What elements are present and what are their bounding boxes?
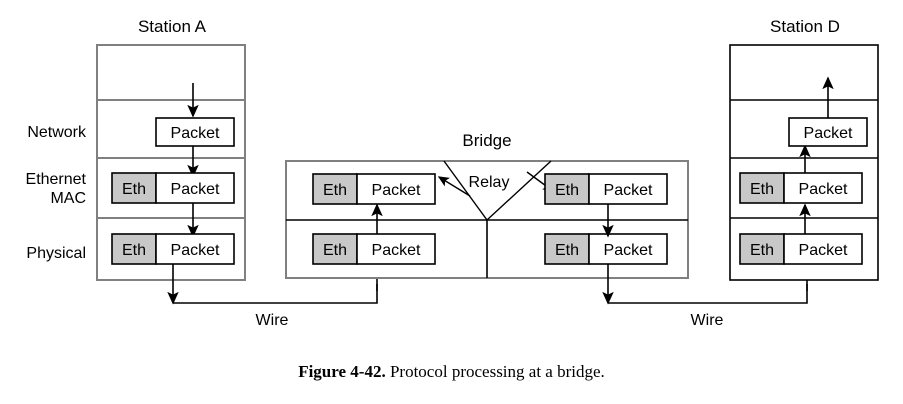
bridge-right-mac-payload-label: Packet [604,182,653,199]
station-a-physical-header-label: Eth [122,242,146,259]
station-d-mac-pdu: Eth Packet [739,172,863,204]
figure-caption-text: Protocol processing at a bridge. [389,362,605,381]
bridge-right-physical-header-label: Eth [555,242,579,259]
station-d-network-payload-label: Packet [804,125,853,142]
station-d-physical-pdu: Eth Packet [739,233,863,265]
station-a-mac-payload-label: Packet [171,181,220,198]
station-a-network-payload-label: Packet [171,125,220,142]
bridge-right-mac-header-label: Eth [555,182,579,199]
station-d-mac-header-label: Eth [750,181,774,198]
relay-arrow-to-left-port [437,176,471,197]
wire-right-run [608,284,808,304]
layer-label-ethernet-mac-line1: Ethernet [26,171,87,188]
bridge-left-physical-pdu: Eth Packet [312,233,436,265]
bridge-right-physical-payload-label: Packet [604,242,653,259]
bridge-left-mac-payload-label: Packet [372,182,421,199]
station-a-physical-pdu: Eth Packet [111,233,235,265]
station-d-mac-payload-label: Packet [799,181,848,198]
bridge-left-mac-pdu: Eth Packet [312,173,436,205]
bridge-right-mac-pdu: Eth Packet [544,173,668,205]
station-d-title: Station D [770,17,840,36]
figure-caption-label: Figure 4-42. [298,362,386,381]
station-a-title: Station A [138,17,207,36]
wire-left-label: Wire [256,312,289,329]
layer-label-ethernet-mac-line2: MAC [50,190,86,207]
layer-label-network: Network [27,124,87,141]
relay-line-right [486,160,552,221]
bridge-right-physical-pdu: Eth Packet [544,233,668,265]
station-a-mac-pdu: Eth Packet [111,172,235,204]
station-a-physical-payload-label: Packet [171,242,220,259]
wire-right-label: Wire [691,312,724,329]
layer-label-physical: Physical [26,245,86,262]
figure-caption: Figure 4-42. Protocol processing at a br… [0,362,903,382]
station-d-physical-payload-label: Packet [799,242,848,259]
bridge-title: Bridge [462,131,511,150]
bridge-left-physical-payload-label: Packet [372,242,421,259]
wire-left-run [173,284,378,304]
relay-label: Relay [469,174,510,191]
station-a-network-pdu: Packet [155,117,235,147]
station-d-physical-header-label: Eth [750,242,774,259]
relay-line-left [443,160,488,221]
bridge-left-mac-header-label: Eth [323,182,347,199]
bridge-left-physical-header-label: Eth [323,242,347,259]
station-a-mac-header-label: Eth [122,181,146,198]
station-d-network-pdu: Packet [788,117,868,147]
